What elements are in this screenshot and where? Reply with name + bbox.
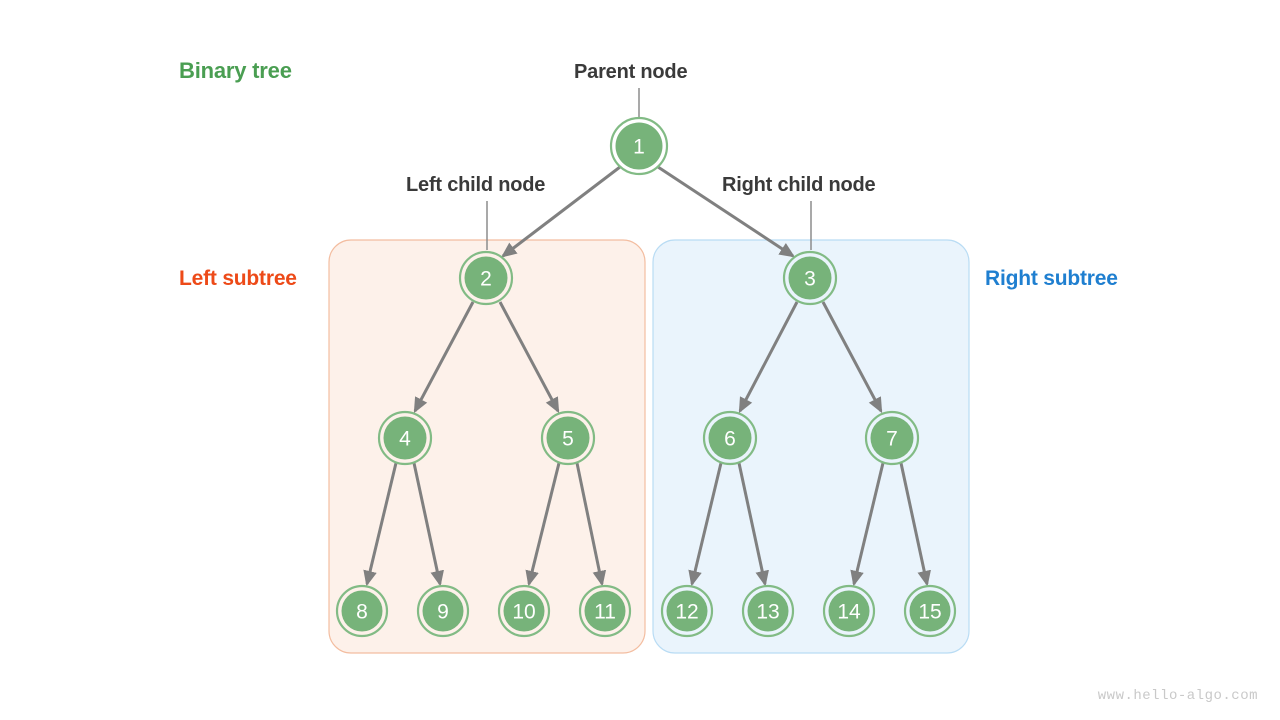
tree-node-11[interactable]: 11 [578, 584, 632, 638]
tree-edges [363, 165, 931, 587]
tree-node-10[interactable]: 10 [497, 584, 551, 638]
right-subtree-label: Right subtree [985, 267, 1118, 290]
edge-5-10 [525, 462, 561, 587]
right-child-annotation: Right child node [722, 174, 876, 196]
edge-2-5 [498, 301, 560, 414]
tree-node-7[interactable]: 7 [864, 410, 920, 466]
tree-node-label: 12 [675, 601, 698, 624]
tree-node-2[interactable]: 2 [458, 250, 514, 306]
tree-node-9[interactable]: 9 [416, 584, 470, 638]
diagram-title: Binary tree [179, 58, 292, 83]
tree-node-label: 1 [633, 136, 645, 159]
edge-6-13 [737, 462, 769, 587]
edge-3-6 [738, 301, 799, 414]
parent-node-annotation: Parent node [574, 61, 688, 83]
left-subtree-label: Left subtree [179, 267, 297, 290]
tree-node-label: 15 [918, 601, 941, 624]
tree-node-label: 7 [886, 428, 898, 451]
edge-1-3 [657, 165, 796, 258]
edge-7-14 [850, 462, 885, 587]
tree-node-13[interactable]: 13 [741, 584, 795, 638]
tree-node-label: 9 [437, 601, 449, 624]
tree-node-3[interactable]: 3 [782, 250, 838, 306]
left-child-annotation: Left child node [406, 174, 546, 196]
tree-node-1[interactable]: 1 [609, 116, 669, 176]
tree-node-label: 8 [356, 601, 368, 624]
edge-7-15 [899, 462, 931, 587]
tree-node-label: 13 [756, 601, 779, 624]
tree-node-label: 3 [804, 268, 816, 291]
tree-node-label: 14 [837, 601, 861, 624]
tree-node-4[interactable]: 4 [377, 410, 433, 466]
tree-node-label: 5 [562, 428, 574, 451]
tree-node-8[interactable]: 8 [335, 584, 389, 638]
edge-4-8 [363, 462, 398, 587]
tree-node-label: 2 [480, 268, 492, 291]
tree-node-label: 4 [399, 428, 411, 451]
edge-2-4 [413, 301, 475, 414]
edge-3-7 [821, 301, 883, 414]
annotation-leaders [486, 88, 812, 250]
edge-5-11 [575, 462, 607, 587]
tree-node-label: 11 [594, 601, 616, 624]
tree-node-5[interactable]: 5 [540, 410, 596, 466]
edge-1-2 [501, 165, 621, 258]
tree-nodes: 1 2 3 4 5 [335, 116, 957, 638]
tree-node-label: 6 [724, 428, 736, 451]
tree-node-12[interactable]: 12 [660, 584, 714, 638]
tree-node-15[interactable]: 15 [903, 584, 957, 638]
tree-node-14[interactable]: 14 [822, 584, 876, 638]
tree-node-label: 10 [512, 601, 535, 624]
tree-node-6[interactable]: 6 [702, 410, 758, 466]
edge-4-9 [412, 462, 444, 587]
edge-6-12 [688, 462, 723, 587]
site-watermark: www.hello-algo.com [1097, 688, 1258, 704]
